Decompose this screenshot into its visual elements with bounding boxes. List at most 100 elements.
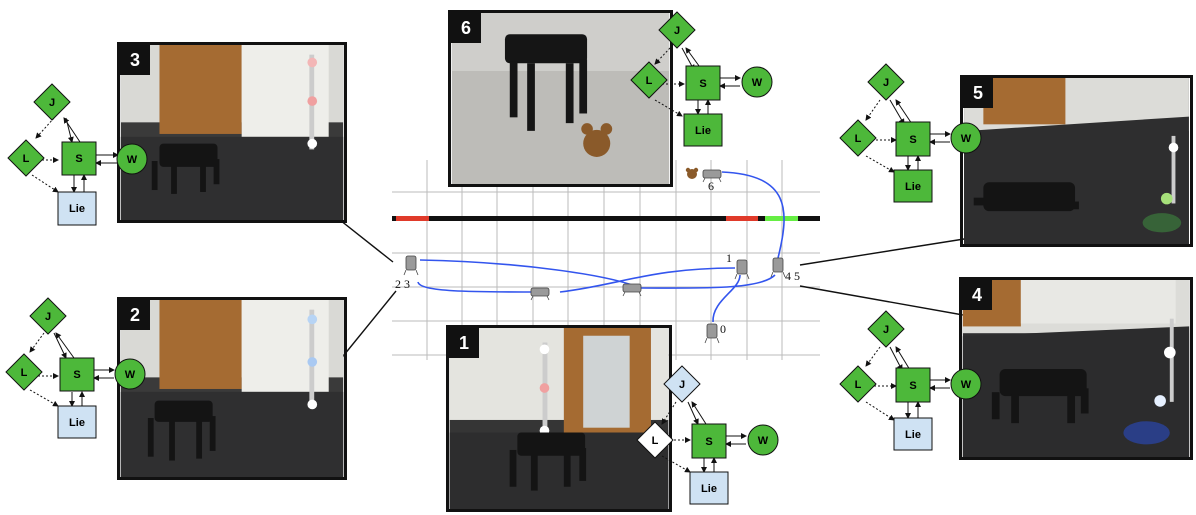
fsm5-label-L: L	[855, 133, 862, 145]
robot-icon-45	[770, 257, 786, 278]
fsm6-node-W	[741, 66, 773, 98]
robot-icon-0	[704, 323, 720, 344]
fsm4-node-S	[895, 367, 931, 403]
fsm4-node-Lie	[893, 417, 933, 451]
fsm2-label-W: W	[125, 369, 136, 381]
fsm5-label-S: S	[909, 134, 916, 146]
fsm1-node-Lie	[689, 471, 729, 505]
path-0-1	[712, 274, 741, 323]
robot-icon-1	[734, 259, 750, 280]
panel-badge-4: 4	[962, 280, 992, 310]
photo-panel-3: 3	[117, 42, 347, 223]
fsm6-node-L	[630, 61, 668, 99]
photo-panel-5: 5	[960, 75, 1193, 247]
fsm1-node-S	[691, 423, 727, 459]
fsm6-label-S: S	[699, 78, 706, 90]
fsm5-label-J: J	[883, 77, 889, 89]
wall-bar-black	[392, 216, 820, 221]
fsm5-node-L	[839, 119, 877, 157]
photo-panel-4: 4	[959, 277, 1193, 460]
fsm6-label-L: L	[646, 75, 653, 87]
fsm6-label-J: J	[674, 25, 680, 37]
fsm2-node-J	[29, 297, 67, 335]
fsm4-node-W	[950, 368, 982, 400]
photo-scene-2	[120, 300, 344, 477]
panel-badge-5: 5	[963, 78, 993, 108]
wall-bar	[392, 216, 820, 221]
fsm1-label-S: S	[705, 436, 712, 448]
fsm3-node-W	[116, 143, 148, 175]
fsm2-node-L	[5, 353, 43, 391]
path-2-3	[417, 281, 541, 293]
fsm6-label-Lie: Lie	[695, 125, 711, 137]
fsm1-label-Lie: Lie	[701, 483, 717, 495]
photo-scene-6	[451, 13, 670, 184]
traj-label-0: 0	[720, 322, 726, 336]
fsm5-node-Lie	[893, 169, 933, 203]
fsm3-node-S	[61, 141, 97, 176]
robot-dog-3	[151, 143, 220, 194]
fsm4-node-L	[839, 365, 877, 403]
photo-scene-3	[120, 45, 344, 220]
photo-panel-6: 6	[448, 10, 673, 187]
fsm3-label-W: W	[127, 154, 138, 166]
fsm3-node-J	[33, 83, 71, 121]
robot-dog-6	[504, 34, 588, 131]
fsm5-label-W: W	[961, 133, 972, 145]
wall-bar-red-right	[726, 216, 758, 221]
fsm4-label-W: W	[961, 379, 972, 391]
fsm6-node-S	[685, 65, 721, 101]
fsm-panel-3: J L S W Lie	[7, 83, 148, 226]
photo-scene-1	[449, 328, 669, 509]
fsm1-label-W: W	[758, 435, 769, 447]
teddy-bear-6	[581, 123, 613, 157]
photo-scene-5	[964, 78, 1189, 244]
wall-bar-red-left	[396, 216, 429, 221]
traj-label-23: 2 3	[395, 277, 410, 291]
fsm4-label-J: J	[883, 324, 889, 336]
fsm5-node-W	[950, 122, 982, 154]
traj-label-1: 1	[726, 251, 732, 265]
fsm4-label-L: L	[855, 379, 862, 391]
fsm2-node-Lie	[57, 405, 97, 439]
fsm1-node-J	[663, 365, 701, 403]
photo-panel-1: 1	[446, 325, 672, 512]
fsm3-label-J: J	[49, 97, 55, 109]
fsm4-label-Lie: Lie	[905, 429, 921, 441]
fsm3-node-L	[7, 139, 45, 177]
robot-dog-4	[991, 368, 1089, 424]
teddy-bear-icon	[685, 167, 699, 179]
fsm6-node-J	[658, 11, 696, 49]
robot-icon-6	[702, 169, 722, 183]
traj-label-45: 4 5	[785, 269, 800, 283]
fsm3-label-Lie: Lie	[69, 203, 85, 215]
traj-label-6: 6	[708, 179, 714, 193]
fsm4-label-S: S	[909, 380, 916, 392]
arrow-to-panel-4	[799, 285, 982, 321]
panel-badge-2: 2	[120, 300, 150, 330]
fsm-panel-4: J L S W Lie	[839, 310, 982, 451]
robot-dog-2	[147, 400, 216, 461]
photo-panel-2: 2	[117, 297, 347, 480]
fsm4-node-J	[867, 310, 905, 348]
path-1-2	[559, 267, 736, 293]
panel-badge-3: 3	[120, 45, 150, 75]
fsm1-label-L: L	[652, 435, 659, 447]
fsm3-node-Lie	[57, 191, 97, 226]
wall-bar-green	[765, 216, 798, 221]
fsm2-label-J: J	[45, 311, 51, 323]
robot-dog-1	[509, 432, 587, 491]
photo-scene-4	[962, 280, 1190, 457]
robot-icon-23	[403, 255, 419, 276]
fsm2-label-L: L	[21, 367, 28, 379]
path-5-6	[721, 171, 785, 259]
fsm5-node-S	[895, 121, 931, 157]
fsm-panel-6: J L S W Lie	[630, 11, 773, 147]
fsm6-node-Lie	[683, 113, 723, 147]
fsm2-node-S	[59, 357, 95, 392]
fsm-panel-2: J L S W Lie	[5, 297, 146, 439]
fsm-panel-5: J L S W Lie	[839, 63, 982, 203]
